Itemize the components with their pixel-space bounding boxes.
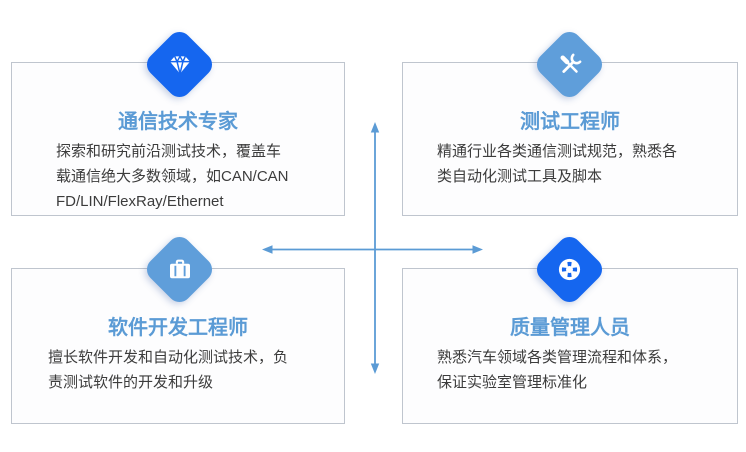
card-body-text: 探索和研究前沿测试技术，覆盖车 载通信绝大多数领域，如CAN/CAN FD/LI…: [56, 143, 289, 210]
card-body-text: 精通行业各类通信测试规范，熟悉各 类自动化测试工具及脚本: [437, 143, 678, 185]
wheel-icon: [532, 232, 607, 307]
vertical-double-arrow: [370, 122, 380, 374]
card-title: 测试工程师: [520, 111, 620, 133]
tools-icon: [532, 27, 607, 102]
card-title: 质量管理人员: [510, 317, 630, 339]
gem-glyph: [153, 38, 206, 91]
briefcase-glyph: [153, 243, 206, 296]
card-body-text: 熟悉汽车领域各类管理流程和体系， 保证实验室管理标准化: [437, 349, 678, 391]
card-body-text: 擅长软件开发和自动化测试技术，负 责测试软件的开发和升级: [48, 349, 289, 391]
horizontal-double-arrow: [262, 245, 483, 254]
card-title: 软件开发工程师: [108, 317, 248, 339]
tools-glyph: [543, 38, 596, 91]
wheel-glyph: [543, 243, 596, 296]
gem-icon: [142, 27, 217, 102]
card-title: 通信技术专家: [118, 111, 238, 133]
briefcase-icon: [142, 232, 217, 307]
